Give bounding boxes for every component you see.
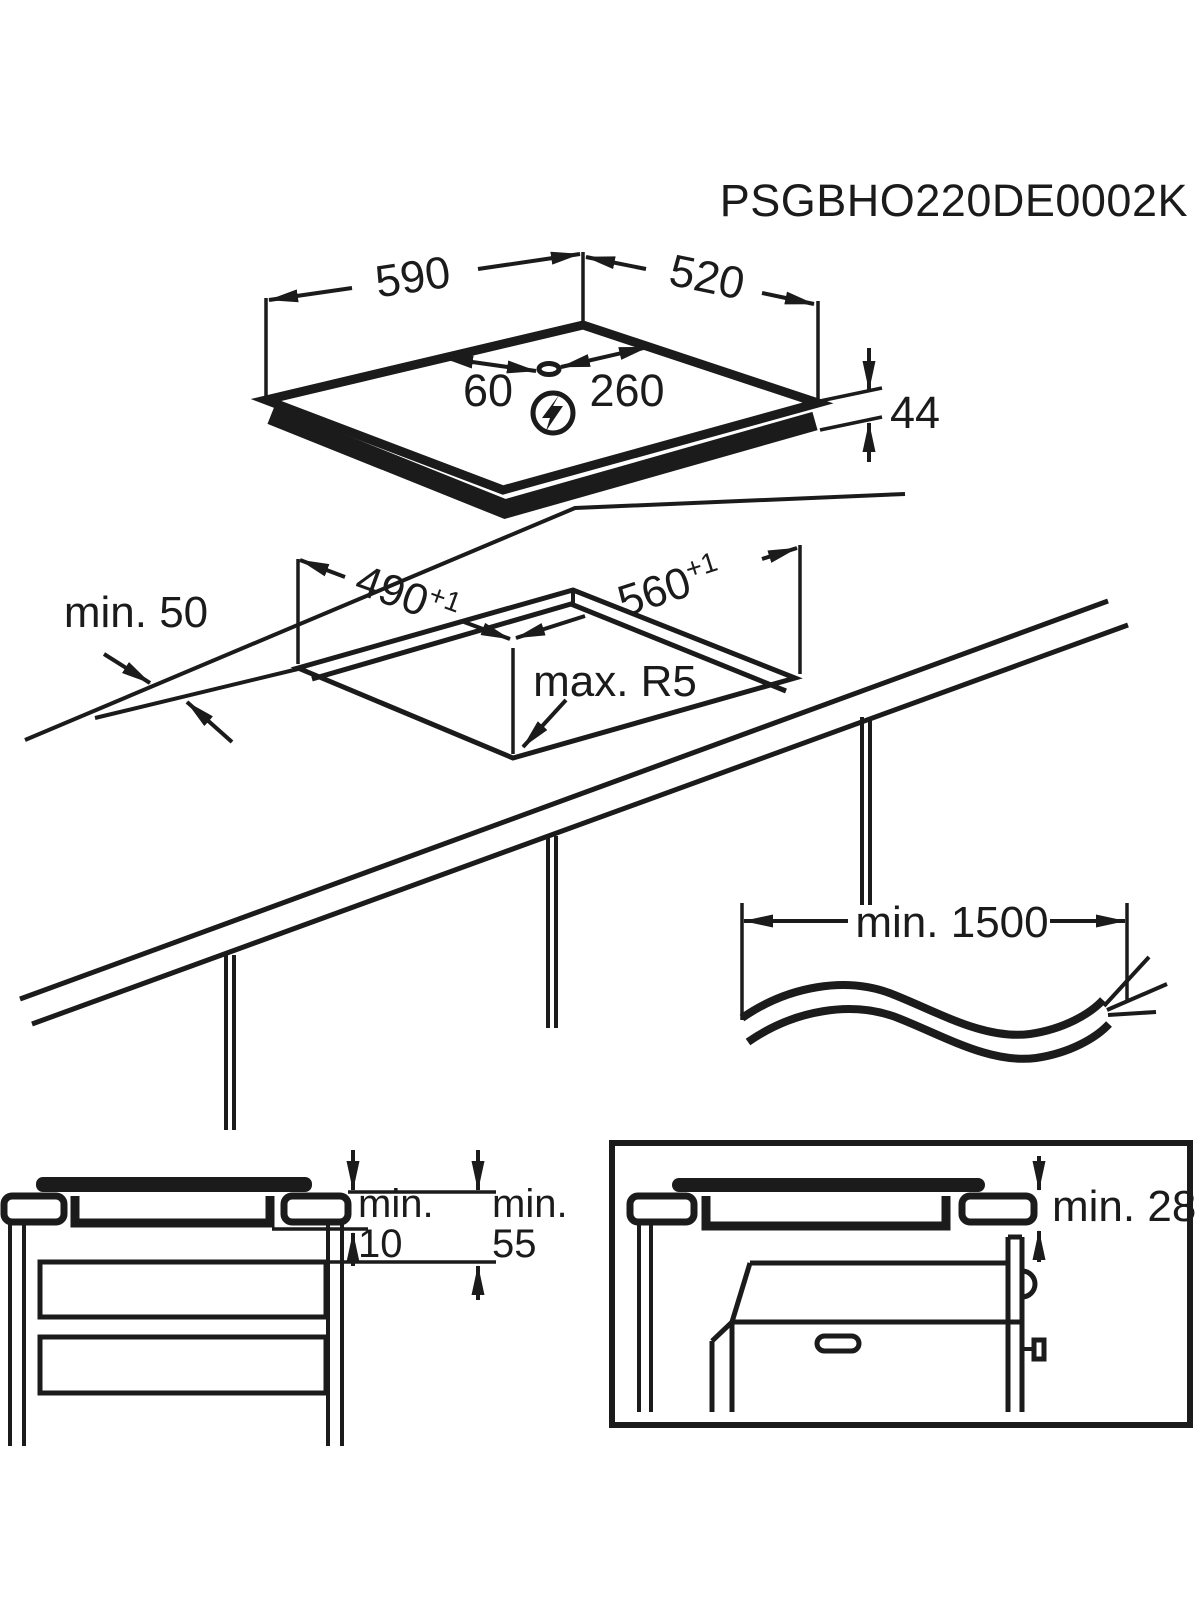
dim-cutout-width-label: 560+1 [611,546,727,627]
dim-front-clearance-label: min. 50 [64,588,208,637]
corner-radius-callout: max. R5 [521,657,697,749]
cutout-opening [290,587,803,761]
cable-wire-ends [1102,955,1168,1017]
worktop-front-edge-top [19,598,1109,1002]
cabinet-leg [8,1224,26,1446]
dim-hob-width: 590 [268,246,581,307]
worktop-section-right [958,1192,1038,1226]
power-cable [739,981,1106,1039]
oven-side-fold [710,1320,734,1343]
dim-hob-height-label: 44 [890,387,940,438]
oven-door-handle [814,1333,862,1354]
power-symbol-circle [530,390,576,436]
dim-hob-depth-label: 520 [665,244,749,309]
worktop-front-edge-bottom [31,622,1129,1027]
cabinet-leg [637,1224,653,1412]
dim-drawer-clearance-min: min. [492,1182,568,1226]
hob-glass-bar [672,1178,985,1192]
hob-glass-top [250,320,834,495]
dim-hob-width-label: 590 [372,246,454,307]
worktop-cutout-view: min. 50 490+1 560+1 max. R5 [19,492,1129,1130]
cabinet-leg [326,1224,344,1446]
table-leg [224,955,236,1130]
drawer-clearance-view: min. 10 min. 55 [0,1150,568,1446]
hob-body-tub [701,1196,951,1231]
dim-cable-length-label: min. 1500 [855,898,1048,947]
product-code: PSGBHO220DE0002K [720,175,1188,226]
dim-worktop-thickness: min. 28 [1032,1156,1196,1262]
worktop-back-edge [24,492,906,742]
worktop-section-left [0,1192,68,1226]
dim-cable-hole-right-label: 260 [589,365,664,416]
lightning-bolt-icon [542,395,563,431]
oven [709,1234,1047,1412]
drawer-front [37,1259,329,1320]
power-symbol [530,390,576,436]
dim-hob-bottom-clearance-min: min. [358,1182,434,1226]
oven-top-left-edge [729,1262,753,1323]
oven-clearance-view: min. 28 [609,1140,1196,1428]
panel-hinge-bump [1021,1268,1038,1300]
hob-body-tub [70,1196,275,1228]
dim-hob-depth: 520 [585,244,815,309]
hob-base-band [267,406,818,520]
dim-hob-bottom-clearance: min. 10 [346,1150,434,1266]
dim-hob-height: 44 [819,348,940,462]
dim-hob-bottom-clearance-value: 10 [358,1222,403,1266]
view-frame [609,1140,1193,1428]
cable-entry-hole [536,361,562,377]
panel-knob [1031,1337,1047,1362]
dim-cable-length: min. 1500 [740,898,1129,1020]
hob-glass-bar [36,1177,312,1192]
power-cable-view: min. 1500 [739,898,1168,1063]
dim-worktop-thickness-label: min. 28 [1052,1182,1196,1231]
hob-isometric-view: 590 520 60 260 44 [250,244,940,520]
worktop-section-right [280,1192,352,1226]
worktop-section-left [626,1192,698,1226]
dim-drawer-clearance-value: 55 [492,1222,537,1266]
table-leg [860,717,872,905]
drawer-front [37,1334,329,1396]
power-cable [745,1005,1112,1063]
dim-drawer-clearance: min. 55 [471,1150,568,1300]
dim-cable-hole-left: 60 [443,355,537,416]
dim-front-clearance: min. 50 [64,588,234,744]
dim-cable-hole-left-label: 60 [463,365,513,416]
corner-radius-label: max. R5 [533,657,697,706]
table-leg [546,836,558,1028]
clearance-reference-line [94,667,299,720]
dim-cable-hole-right: 260 [560,345,665,416]
